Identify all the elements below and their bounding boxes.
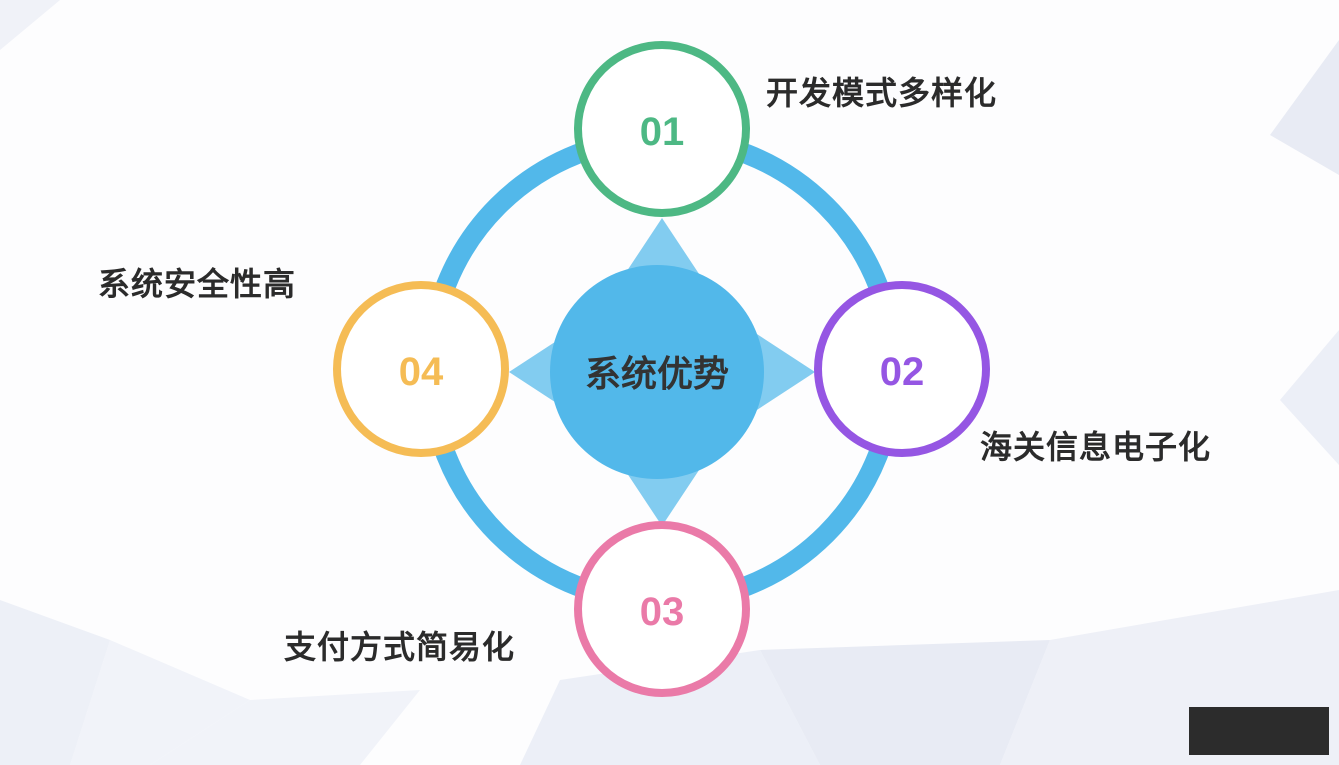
node-circle bbox=[574, 521, 750, 697]
label-node-03: 支付方式简易化 bbox=[284, 628, 516, 666]
node-circle bbox=[333, 281, 509, 457]
node-number: 02 bbox=[880, 350, 925, 394]
node-02: 02 bbox=[814, 281, 990, 457]
label-node-01: 开发模式多样化 bbox=[766, 74, 998, 112]
node-04: 04 bbox=[333, 281, 509, 457]
center-circle bbox=[550, 265, 764, 479]
label-node-04: 系统安全性高 bbox=[98, 265, 297, 303]
node-circle bbox=[574, 41, 750, 217]
node-number: 01 bbox=[640, 110, 685, 154]
node-circle bbox=[814, 281, 990, 457]
label-node-02: 海关信息电子化 bbox=[980, 428, 1212, 466]
corner-box bbox=[1189, 707, 1329, 755]
node-number: 04 bbox=[399, 350, 444, 394]
node-number: 03 bbox=[640, 590, 685, 634]
node-03: 03 bbox=[574, 521, 750, 697]
node-01: 01 bbox=[574, 41, 750, 217]
center-label: 系统优势 bbox=[585, 354, 729, 395]
